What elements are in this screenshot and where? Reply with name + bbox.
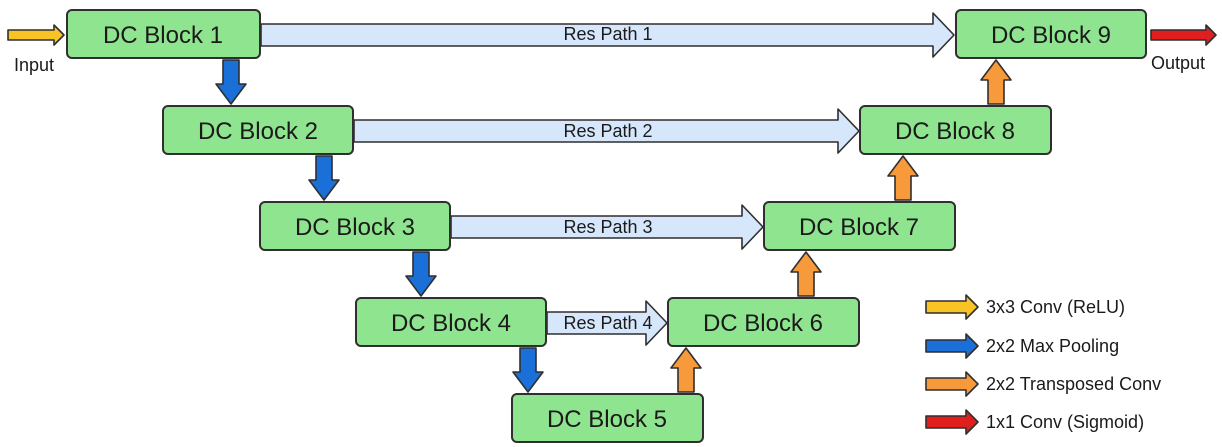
- transposed-conv-arrow-icon: [670, 347, 702, 393]
- dc-block-1-label: DC Block 1: [103, 22, 223, 49]
- dc-block-4-label: DC Block 4: [391, 310, 511, 337]
- legend-item-max-pooling: 2x2 Max Pooling: [925, 333, 1119, 359]
- res-path-4-label: Res Path 4: [563, 313, 652, 333]
- input-label: Input: [14, 55, 54, 75]
- res-path-1-label: Res Path 1: [563, 24, 652, 44]
- dc-block-3-label: DC Block 3: [295, 214, 415, 241]
- res-path-2-label: Res Path 2: [563, 121, 652, 141]
- dc-block-6-label: DC Block 6: [703, 310, 823, 337]
- res-path-2-arrow-icon: [353, 108, 860, 154]
- legend-item-transposed-conv: 2x2 Transposed Conv: [925, 371, 1161, 397]
- max-pool-arrow-icon: [512, 347, 544, 393]
- res-path-2: Res Path 2: [353, 108, 860, 154]
- max-pool-arrow-icon: [215, 59, 247, 105]
- res-path-3-label: Res Path 3: [563, 217, 652, 237]
- res-path-3: Res Path 3: [450, 204, 764, 250]
- res-path-1-arrow-icon: [260, 12, 955, 58]
- legend-max-pooling-label: 2x2 Max Pooling: [986, 336, 1119, 356]
- legend-conv-relu-arrow-icon: [925, 294, 979, 320]
- dc-block-1: DC Block 1: [66, 9, 261, 59]
- dc-block-7-label: DC Block 7: [799, 214, 919, 241]
- dc-block-2-label: DC Block 2: [198, 118, 318, 145]
- legend-conv-sigmoid-label: 1x1 Conv (Sigmoid): [986, 412, 1144, 432]
- dc-block-9-label: DC Block 9: [991, 22, 1111, 49]
- legend-item-conv-relu: 3x3 Conv (ReLU): [925, 294, 1125, 320]
- max-pool-arrow-icon: [405, 251, 437, 297]
- transposed-conv-arrow-icon: [980, 59, 1012, 105]
- dc-block-9: DC Block 9: [955, 9, 1147, 59]
- legend: 3x3 Conv (ReLU) 2x2 Max Pooling 2x2 Tran…: [925, 294, 1161, 435]
- dc-block-3: DC Block 3: [259, 201, 451, 251]
- legend-conv-sigmoid-arrow-icon: [925, 409, 979, 435]
- max-pool-arrow-icon: [308, 155, 340, 201]
- legend-transposed-conv-arrow-icon: [925, 371, 979, 397]
- res-path-4: Res Path 4: [546, 300, 668, 346]
- legend-item-conv-sigmoid: 1x1 Conv (Sigmoid): [925, 409, 1144, 435]
- transposed-conv-arrow-icon: [887, 155, 919, 201]
- dc-block-2: DC Block 2: [162, 105, 354, 155]
- dc-block-5-label: DC Block 5: [547, 406, 667, 433]
- dc-block-4: DC Block 4: [355, 297, 547, 347]
- legend-conv-relu-label: 3x3 Conv (ReLU): [986, 297, 1125, 317]
- res-path-4-arrow-icon: [546, 300, 668, 346]
- dc-block-7: DC Block 7: [763, 201, 956, 251]
- dc-block-8-label: DC Block 8: [895, 118, 1015, 145]
- res-path-1: Res Path 1: [260, 12, 955, 58]
- output-label: Output: [1151, 53, 1205, 73]
- legend-transposed-conv-label: 2x2 Transposed Conv: [986, 374, 1161, 394]
- output-arrow-icon: [1150, 24, 1217, 46]
- dc-block-8: DC Block 8: [859, 105, 1052, 155]
- dc-block-6: DC Block 6: [667, 297, 860, 347]
- legend-max-pooling-arrow-icon: [925, 333, 979, 359]
- res-path-3-arrow-icon: [450, 204, 764, 250]
- dc-block-5: DC Block 5: [511, 393, 704, 443]
- transposed-conv-arrow-icon: [790, 251, 822, 297]
- input-arrow-icon: [7, 24, 65, 46]
